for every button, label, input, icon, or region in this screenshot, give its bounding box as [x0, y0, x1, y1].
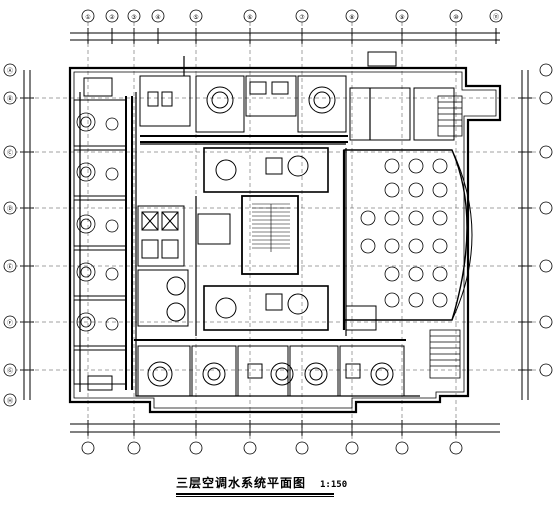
- grid-column-label: ③: [131, 14, 136, 21]
- grid-row-label: Ⓔ: [7, 263, 13, 271]
- top-rooms: [139, 75, 348, 143]
- top-dimension-line: [70, 28, 500, 44]
- grid-column-label: ②: [109, 14, 115, 21]
- banquet-tables: [360, 158, 448, 308]
- grid-row-label: Ⓒ: [7, 149, 13, 157]
- grid-column-label: ⑧: [349, 14, 354, 21]
- bottom-dimension-line: [70, 420, 500, 436]
- grid-bubbles-top: [81, 9, 503, 23]
- drawing-title-block: 三层空调水系统平面图 1:150: [176, 474, 347, 492]
- grid-bubbles-sides: [3, 63, 553, 407]
- grid-axis-lines: [14, 22, 546, 440]
- water-piping: [79, 56, 420, 397]
- central-core: [203, 147, 329, 331]
- side-stairs: [429, 95, 463, 379]
- drawing-title: 三层空调水系统平面图: [176, 476, 307, 490]
- grid-column-label: ①: [85, 14, 90, 21]
- building-outline: [68, 66, 502, 414]
- grid-column-label: ⑨: [399, 14, 404, 21]
- title-underline: [176, 493, 334, 495]
- drawing-scale: 1:150: [320, 480, 348, 490]
- grid-column-label: ⑪: [493, 13, 499, 21]
- grid-row-label: Ⓖ: [7, 367, 13, 375]
- service-core: [137, 205, 231, 327]
- grid-column-label: ⑩: [453, 14, 458, 21]
- grid-row-label: Ⓐ: [7, 67, 13, 75]
- side-dimension-lines: [20, 70, 532, 400]
- grid-bubbles-bottom: [81, 441, 463, 455]
- left-wing-rooms: [73, 77, 133, 391]
- left-wing-tables: [76, 112, 119, 332]
- grid-row-label: Ⓗ: [7, 397, 13, 405]
- banquet-hall: [342, 51, 473, 331]
- grid-row-label: Ⓑ: [7, 95, 13, 103]
- title-underline-thin: [176, 496, 334, 497]
- grid-column-label: ④: [155, 14, 160, 21]
- grid-row-label: Ⓓ: [7, 205, 13, 213]
- grid-column-label: ⑦: [299, 14, 305, 21]
- central-stair: [252, 203, 290, 252]
- grid-column-label: ⑥: [247, 14, 252, 21]
- grid-column-label: ⑤: [193, 14, 198, 21]
- grid-row-label: Ⓕ: [7, 319, 13, 327]
- bottom-rooms: [134, 339, 406, 397]
